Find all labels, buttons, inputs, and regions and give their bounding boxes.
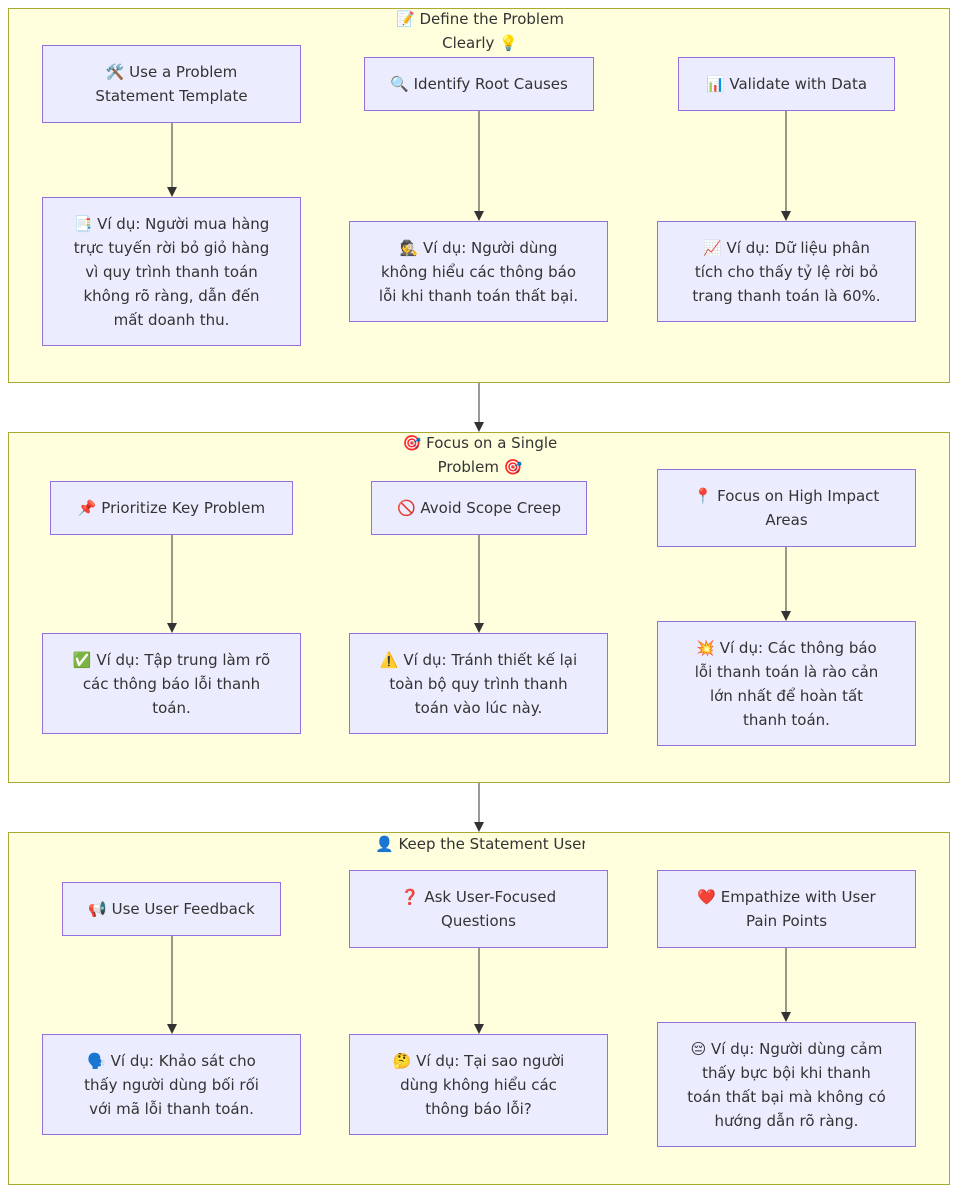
node-example-error-messages: 🕵️ Ví dụ: Người dùng không hiểu các thôn… xyxy=(349,221,608,322)
node-example-frustration: 😔 Ví dụ: Người dùng cảm thấy bực bội khi… xyxy=(657,1022,916,1147)
group-title-define-problem: 📝 Define the Problem Clearly 💡 xyxy=(396,10,564,52)
node-avoid-scope-creep: 🚫 Avoid Scope Creep xyxy=(371,481,587,535)
node-example-survey: 🗣️ Ví dụ: Khảo sát cho thấy người dùng b… xyxy=(42,1034,301,1135)
node-example-avoid-redesign: ⚠️ Ví dụ: Tránh thiết kế lại toàn bộ quy… xyxy=(349,633,608,734)
node-user-focused-questions: ❓ Ask User-Focused Questions xyxy=(349,870,608,948)
node-user-feedback: 📢 Use User Feedback xyxy=(62,882,281,936)
node-validate-data: 📊 Validate with Data xyxy=(678,57,895,111)
group-title-focus-single-problem: 🎯 Focus on a Single Problem 🎯 xyxy=(402,434,558,476)
node-example-analytics: 📈 Ví dụ: Dữ liệu phân tích cho thấy tỷ l… xyxy=(657,221,916,322)
node-example-biggest-barrier: 💥 Ví dụ: Các thông báo lỗi thanh toán là… xyxy=(657,621,916,746)
node-example-abandon-cart: 📑 Ví dụ: Người mua hàng trực tuyến rời b… xyxy=(42,197,301,346)
node-example-clarify-errors: ✅ Ví dụ: Tập trung làm rõ các thông báo … xyxy=(42,633,301,734)
node-example-why-question: 🤔 Ví dụ: Tại sao người dùng không hiểu c… xyxy=(349,1034,608,1135)
node-root-causes: 🔍 Identify Root Causes xyxy=(364,57,594,111)
node-prioritize-key-problem: 📌 Prioritize Key Problem xyxy=(50,481,293,535)
node-problem-template: 🛠️ Use a Problem Statement Template xyxy=(42,45,301,123)
node-empathize-pain-points: ❤️ Empathize with User Pain Points xyxy=(657,870,916,948)
group-title-user-centric: 👤 Keep the Statement User-Centric 💬 xyxy=(375,835,585,853)
node-high-impact-areas: 📍 Focus on High Impact Areas xyxy=(657,469,916,547)
